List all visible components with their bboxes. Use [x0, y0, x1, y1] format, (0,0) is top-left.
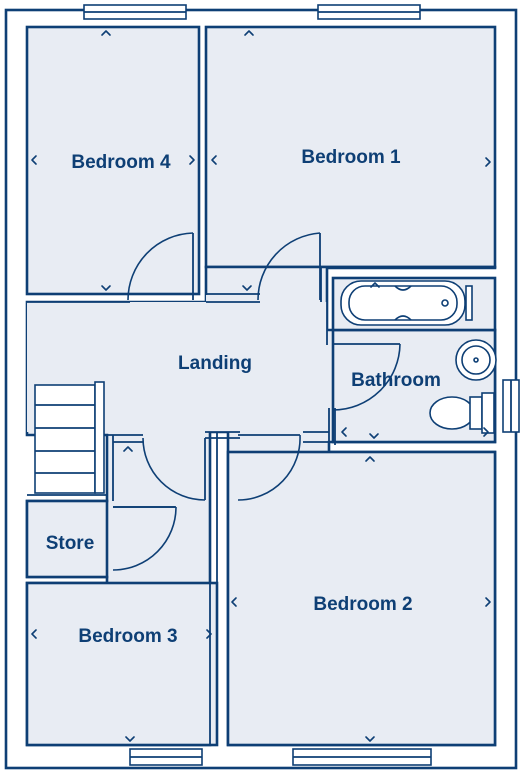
chevron-right-icon	[485, 597, 491, 607]
chevron-down-icon	[369, 433, 379, 439]
chevron-down-icon	[242, 285, 252, 291]
door-swing-bedroom-2	[237, 434, 301, 501]
door-swing-bedroom-4	[127, 232, 194, 301]
chevron-down-icon	[101, 285, 111, 291]
chevron-down-icon	[125, 736, 135, 742]
chevron-left-icon	[341, 427, 347, 437]
bedroom-2-area	[226, 450, 497, 747]
chevron-right-icon	[206, 629, 212, 639]
room-label-store: Store	[46, 533, 95, 554]
chevron-up-icon	[101, 30, 111, 36]
room-label-bedroom-4: Bedroom 4	[71, 152, 171, 173]
room-label-bedroom-3: Bedroom 3	[78, 626, 177, 647]
chevron-up-icon	[244, 30, 254, 36]
door-swing-store	[112, 506, 177, 571]
bath-tap-top	[394, 285, 412, 291]
bedroom-1-area	[204, 25, 497, 269]
chevron-up-icon	[123, 446, 133, 452]
door-swing-bedroom-3	[142, 437, 206, 501]
room-label-bathroom: Bathroom	[351, 370, 441, 391]
room-label-landing: Landing	[178, 353, 252, 374]
chevron-left-icon	[211, 155, 217, 165]
bath-drain	[441, 299, 449, 307]
bedroom-4-area	[25, 25, 201, 296]
door-swing-bathroom	[332, 343, 401, 411]
chevron-right-icon	[189, 155, 195, 165]
bath-tap-bottom	[394, 315, 412, 321]
chevron-right-icon	[483, 427, 489, 437]
toilet-tank	[481, 392, 495, 434]
toilet-bowl	[429, 396, 475, 430]
room-label-bedroom-1: Bedroom 1	[301, 147, 401, 168]
bathtub-inner	[348, 285, 458, 321]
room-label-bedroom-2: Bedroom 2	[313, 594, 412, 615]
chevron-down-icon	[365, 736, 375, 742]
chevron-up-icon	[365, 456, 375, 462]
bedroom-3-area	[25, 581, 219, 747]
chevron-right-icon	[485, 157, 491, 167]
toilet-cistern	[469, 396, 483, 430]
washbasin-drain	[473, 357, 479, 363]
chevron-left-icon	[231, 597, 237, 607]
chevron-up-icon	[370, 282, 380, 288]
chevron-left-icon	[31, 155, 37, 165]
stair-banister	[94, 381, 105, 494]
staircase	[34, 384, 96, 494]
chevron-left-icon	[31, 629, 37, 639]
bath-rail	[465, 285, 473, 321]
door-swing-bedroom-1	[257, 232, 321, 301]
